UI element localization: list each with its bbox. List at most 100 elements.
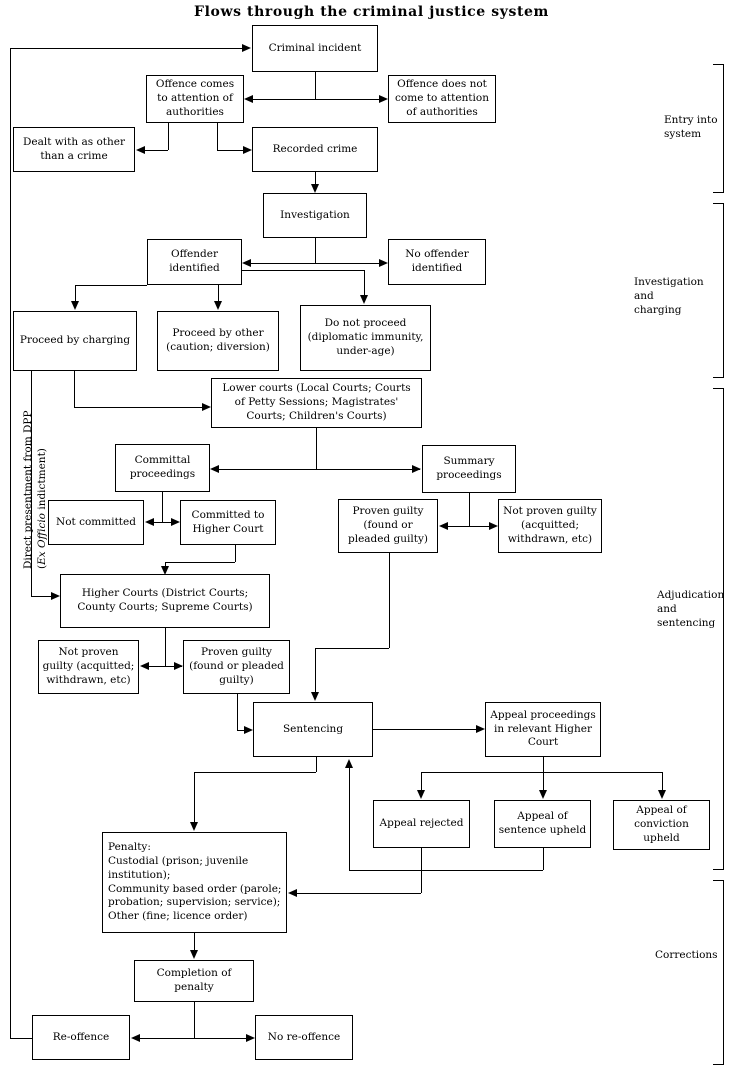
edge-lower-courts-down [316,428,317,469]
edge-appeal-fanout-horizontal [421,772,662,773]
node-proven-guilty-summary: Proven guilty (found or pleaded guilty) [338,499,438,553]
edge-offender-fanout-left [75,285,147,286]
edge-offender-fanout-right [242,270,365,271]
arrowhead-to-proven-guilty-summary [439,521,448,530]
edge-incident-down [315,72,316,99]
arrowhead-to-recorded-crime [243,145,252,154]
edge-charging-to-lower-courts-horizontal [74,407,203,408]
arrowhead-to-appeal-conviction-upheld [657,790,666,799]
dpp-label-suffix: indictment) [35,448,48,513]
edge-appeal-proceedings-down [543,757,544,790]
arrowhead-into-criminal-incident [242,43,251,52]
edge-sentence-upheld-across [349,870,543,871]
bracket-entry-into-system [713,64,724,193]
node-offence-does-not-come-to-attention: Offence does not come to attention of au… [388,75,496,123]
node-appeal-of-sentence-upheld: Appeal of sentence upheld [494,800,591,848]
edge-sentencing-to-penalty-horizontal [194,772,316,773]
edge-completion-down [194,1002,195,1038]
arrowhead-to-penalty-right [288,888,297,897]
side-label-investigation-and-charging: Investigation and charging [634,276,704,317]
arrowhead-to-committal-proceedings [210,464,219,473]
arrowhead-to-appeal-rejected [416,790,425,799]
edge-committal-split-horizontal [153,522,173,523]
node-proceed-by-charging: Proceed by charging [13,311,137,371]
bracket-adjudication-and-sentencing [713,388,724,870]
edge-appeal-to-rejected [421,772,422,790]
side-label-adjudication-and-sentencing: Adjudication and sentencing [657,589,725,630]
edge-reoffence-to-incident-bottom [10,1038,32,1039]
arrowhead-to-sentencing-bottom [344,759,353,768]
edge-committed-to-higher-courts-horizontal [165,562,235,563]
edge-offender-split-horizontal [250,263,386,264]
node-summary-proceedings: Summary proceedings [422,445,516,493]
page-title: Flows through the criminal justice syste… [194,4,549,20]
node-investigation: Investigation [263,193,367,238]
node-proceed-by-other: Proceed by other (caution; diversion) [157,311,279,371]
edge-charging-to-lower-courts-vertical [74,371,75,407]
edge-offence-to-recorded-vertical [217,123,218,150]
arrowhead-to-penalty-top [189,822,198,831]
edge-proven-summary-down [389,553,390,648]
dpp-label-line1: Direct presentment from DPP [22,410,34,569]
edge-appeal-to-conviction-upheld [662,772,663,790]
arrowhead-to-offence-not-comes [379,94,388,103]
node-not-proven-guilty-summary: Not proven guilty (acquitted; withdrawn,… [498,499,602,553]
arrowhead-to-offender-identified [242,258,251,267]
arrowhead-to-appeal-sentence-upheld [538,790,547,799]
edge-offence-split-horizontal [252,99,386,100]
edge-committed-to-higher-courts-vertical [235,545,236,562]
arrowhead-to-higher-courts-top [160,566,169,575]
node-criminal-incident: Criminal incident [252,25,378,72]
edge-sentencing-to-penalty-drop [194,772,195,822]
edge-offender-to-proceed-other [218,285,219,301]
edge-higher-courts-down [165,628,166,666]
node-do-not-proceed: Do not proceed (diplomatic immunity, und… [300,305,431,371]
node-no-re-offence: No re-offence [255,1015,353,1060]
side-label-entry-into-system: Entry into system [664,114,718,141]
bracket-corrections [713,880,724,1065]
arrowhead-to-appeal-proceedings [476,724,485,733]
arrowhead-to-lower-courts [202,402,211,411]
arrowhead-to-investigation [310,184,319,193]
node-dealt-with-other-than-crime: Dealt with as other than a crime [13,127,135,172]
node-offence-comes-to-attention: Offence comes to attention of authoritie… [146,75,244,123]
node-not-proven-guilty-higher: Not proven guilty (acquitted; withdrawn,… [38,640,139,694]
side-label-corrections: Corrections [655,949,718,961]
edge-summary-down [469,493,470,526]
arrowhead-to-do-not-proceed [359,295,368,304]
node-recorded-crime: Recorded crime [252,127,378,172]
arrowhead-to-not-committed [145,517,154,526]
edge-dpp-direct-presentment-rail [31,371,32,596]
node-appeal-proceedings: Appeal proceedings in relevant Higher Co… [485,702,601,757]
edge-offender-to-proceed-charging [75,285,76,301]
edge-offender-to-do-not-proceed [364,270,365,295]
arrowhead-to-higher-courts-left [51,591,60,600]
arrowhead-to-not-proven-guilty-higher [140,661,149,670]
node-offender-identified: Offender identified [147,239,242,285]
edge-higher-courts-split-horizontal [148,666,182,667]
edge-penalty-to-completion [194,933,195,950]
node-appeal-of-conviction-upheld: Appeal of conviction upheld [613,800,710,850]
edge-proven-summary-across [315,648,389,649]
arrowhead-to-dealt-with-other [136,145,145,154]
node-committal-proceedings: Committal proceedings [115,444,210,492]
node-penalty: Penalty: Custodial (prison; juvenile ins… [102,832,287,933]
edge-reoffence-to-incident-top [10,48,242,49]
dpp-direct-presentment-label: Direct presentment from DPP(Ex Officio i… [22,410,49,569]
node-lower-courts: Lower courts (Local Courts; Courts of Pe… [211,378,422,428]
node-re-offence: Re-offence [32,1015,130,1060]
arrowhead-to-completion-of-penalty [189,950,198,959]
dpp-label-italic: Ex Officio [35,513,48,565]
edge-offence-to-dealt-vertical [168,123,169,150]
edge-committed-to-higher-courts-drop [165,562,166,566]
node-completion-of-penalty: Completion of penalty [134,960,254,1002]
edge-appeal-rejected-to-penalty [297,893,421,894]
edge-proven-higher-to-sentencing-horizontal [237,730,244,731]
arrowhead-to-offence-comes [244,94,253,103]
edge-committal-summary-horizontal [218,469,420,470]
edge-proven-summary-to-sentencing [315,648,316,692]
edge-proven-higher-to-sentencing-vertical [237,694,238,730]
arrowhead-to-summary-proceedings [412,464,421,473]
bracket-investigation-and-charging [713,203,724,378]
